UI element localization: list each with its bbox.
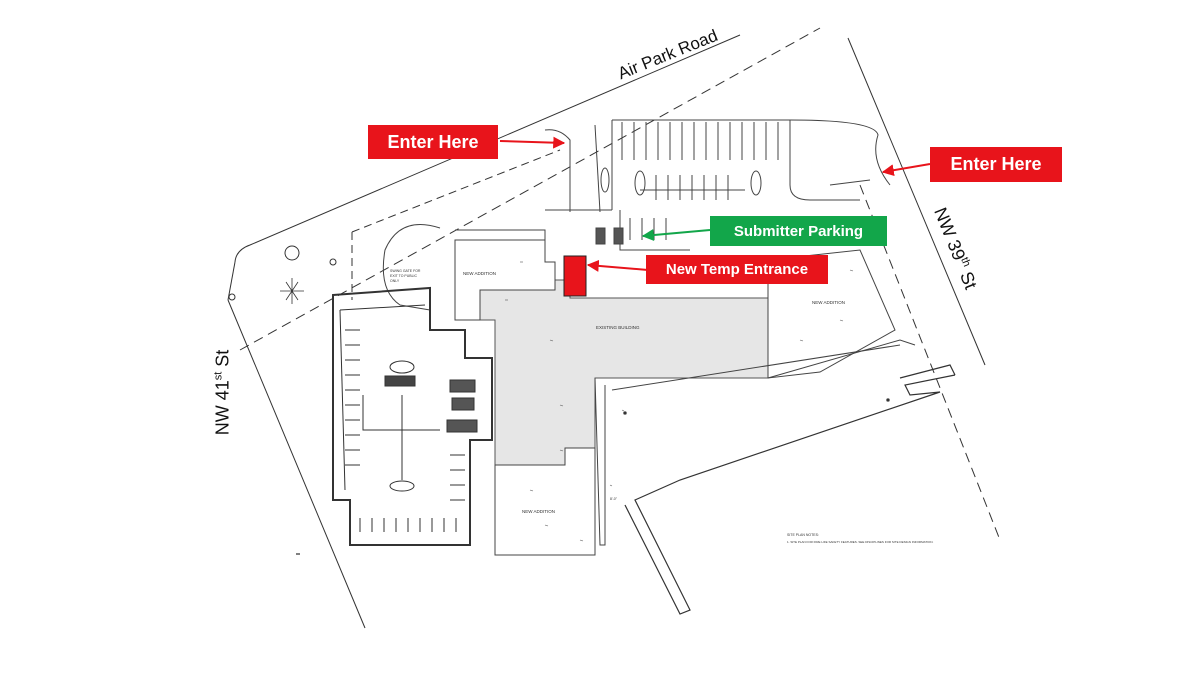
callout-arrows bbox=[499, 136, 931, 272]
parking-stripes-north bbox=[621, 122, 779, 200]
new-addition-bottom-label: NEW ADDITION bbox=[522, 509, 555, 514]
submitter-parking-text: Submitter Parking bbox=[733, 222, 864, 240]
plan-marks bbox=[296, 261, 890, 555]
arrow-enter-left bbox=[499, 136, 566, 149]
site-plan-note-1: 1. SITE PLAN FOR FIRE LIFE SAFETY FEATUR… bbox=[787, 540, 934, 544]
new-temp-entrance-callout: New Temp Entrance bbox=[646, 255, 828, 284]
new-addition-right-label: NEW ADDITION bbox=[812, 300, 845, 305]
parking-stripes-drop bbox=[629, 218, 667, 240]
adjacent-structure bbox=[624, 364, 956, 615]
nw-41st-st-label: NW 41st St bbox=[212, 350, 233, 436]
parking-garage bbox=[332, 286, 493, 546]
enter-here-right-callout: Enter Here bbox=[930, 147, 1062, 182]
trees bbox=[228, 245, 337, 304]
road-lines bbox=[227, 27, 1001, 629]
nw-41-sup: st bbox=[212, 371, 225, 381]
swing-gate-note-1: SWING GATE FOR bbox=[390, 269, 421, 273]
site-plan-notes-title: SITE PLAN NOTES: bbox=[787, 533, 819, 537]
garage-stripes bbox=[345, 329, 465, 532]
new-temp-entrance-text: New Temp Entrance bbox=[665, 261, 809, 278]
nw-41-tail: St bbox=[212, 349, 233, 372]
arrow-submitter-parking bbox=[641, 229, 711, 242]
submitter-parking-callout: Submitter Parking bbox=[710, 216, 887, 246]
nw-41-base: NW 41 bbox=[212, 380, 233, 436]
arrow-enter-right bbox=[881, 163, 931, 177]
swing-gate-note-3: ONLY bbox=[390, 279, 400, 283]
arrow-new-temp-entrance bbox=[586, 259, 649, 272]
existing-building-label: EXISTING BUILDING bbox=[596, 325, 640, 330]
new-addition-top-label: NEW ADDITION bbox=[463, 271, 496, 276]
swing-gate-note-2: EXIT TO PUBLIC bbox=[390, 274, 418, 278]
temp-entrance-marker bbox=[563, 255, 587, 297]
new-additions bbox=[454, 239, 916, 556]
enter-here-right-text: Enter Here bbox=[950, 154, 1042, 174]
plan-labels: EXISTING BUILDING NEW ADDITION NEW ADDIT… bbox=[390, 269, 934, 544]
parking-areas bbox=[382, 119, 891, 311]
enter-here-left-text: Enter Here bbox=[387, 131, 479, 152]
dimension-label: 8'-0" bbox=[610, 497, 618, 501]
enter-here-left-callout: Enter Here bbox=[368, 125, 498, 159]
